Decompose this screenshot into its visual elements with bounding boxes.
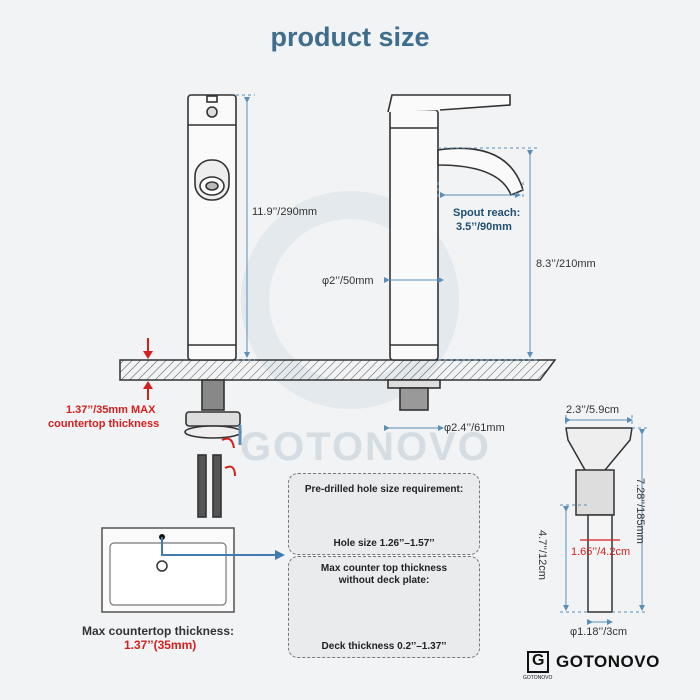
deck-panel-title-line1: Max counter top thickness: [320, 563, 448, 574]
base-diameter-label: φ2.4’’/61mm: [444, 422, 505, 434]
height-spout-label: 8.3’’/210mm: [536, 258, 596, 270]
drain-bottom-diameter: φ1.18’’/3cm: [570, 626, 628, 638]
sink-caption-line2: 1.37’’(35mm): [124, 638, 197, 652]
spout-reach-label: Spout reach:: [453, 207, 521, 219]
brand-logo-small: GOTONOVO: [523, 675, 553, 681]
sink-diagram: [101, 527, 235, 613]
watermark-logo: [241, 191, 459, 409]
countertop-max-line1: 1.37’’/35mm MAX: [66, 404, 156, 416]
faucet-front-view: [184, 94, 242, 518]
deck-panel-label: Deck thickness 0.2’’–1.37’’: [321, 641, 447, 652]
hole-panel-label: Hole size 1.26’’–1.57’’: [333, 538, 435, 549]
deck-panel-title-line2: without deck plate:: [338, 575, 430, 586]
watermark-text: GOTONOVO: [240, 425, 491, 469]
brand-logo-icon: [527, 651, 549, 673]
deck-thickness-panel: Max counter top thickness without deck p…: [288, 556, 480, 658]
drain-neck-height: 4.7’’/12cm: [536, 530, 548, 580]
drain-diagram: [565, 427, 633, 613]
body-diameter-label: φ2’’/50mm: [322, 275, 374, 287]
countertop: [119, 359, 557, 381]
hole-panel-title: Pre-drilled hole size requirement:: [304, 484, 464, 495]
drain-neck-width: 1.65’’/4.2cm: [571, 546, 631, 558]
faucet-side-view: [387, 94, 524, 411]
height-total-label: 11.9’’/290mm: [252, 206, 318, 218]
brand-name: GOTONOVO: [556, 652, 660, 671]
drain-total-height: 7.28’’/185mm: [634, 478, 646, 544]
hole-requirement-panel: Pre-drilled hole size requirement: Hole …: [288, 473, 480, 555]
drain-top-width: 2.3’’/5.9cm: [566, 404, 619, 416]
spout-reach-value: 3.5’’/90mm: [456, 221, 512, 233]
brand-logo-letter: G: [532, 652, 545, 669]
sink-caption-line1: Max countertop thickness:: [82, 624, 235, 638]
countertop-max-line2: countertop thickness: [48, 418, 160, 430]
page-title: product size: [270, 22, 430, 52]
